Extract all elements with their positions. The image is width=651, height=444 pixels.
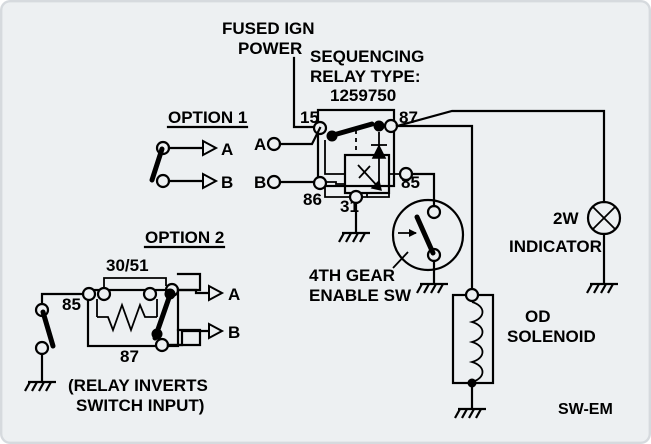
option2-wire-a-branch [176, 288, 210, 295]
fourth-gear-switch-arm [414, 214, 436, 256]
terminal-86-label: 86 [303, 190, 322, 209]
ground-symbol-solenoid [454, 407, 486, 419]
terminal-86[interactable] [312, 175, 328, 191]
od-solenoid-label-line2: SOLENOID [507, 327, 596, 346]
option1-title: OPTION 1 [168, 108, 247, 127]
option2-input-switch-arm [40, 309, 56, 349]
ground-symbol-fourth-gear [416, 282, 448, 294]
od-solenoid-coil [468, 301, 484, 383]
option2-output-b-label: B [228, 323, 240, 342]
option2-terminal-85[interactable] [81, 286, 97, 302]
option1-arrow-a [202, 139, 219, 157]
option2-terminal-87[interactable] [154, 337, 170, 353]
fourth-gear-upper-terminal[interactable] [426, 204, 442, 220]
wire-85-to-fourth-gear [410, 172, 436, 208]
wire-input-a-to-15 [278, 126, 322, 146]
sequencing-relay-line2: RELAY TYPE: [310, 67, 421, 86]
relay-input-a-terminal[interactable] [266, 136, 282, 152]
option2-arrow-b [208, 322, 225, 340]
wire-85-rail [367, 182, 390, 198]
option2-output-a-label: A [228, 285, 240, 304]
fourth-gear-label-line1: 4TH GEAR [309, 266, 395, 285]
wire-86-bottom-rail [324, 186, 355, 198]
relay-part-number-value: 1259750 [330, 86, 396, 105]
wire-fused-ign-feed [292, 56, 320, 129]
option2-arrow-a [208, 284, 225, 302]
fourth-gear-label-line2: ENABLE SW [309, 286, 412, 305]
sw-em-signature: SW-EM [558, 401, 613, 418]
sequencing-relay-body [316, 108, 396, 188]
ground-symbol-option2 [24, 380, 56, 392]
relay-inverts-line2: SWITCH INPUT) [76, 396, 204, 415]
ground-symbol-31 [338, 231, 370, 243]
od-solenoid-top-terminal[interactable] [464, 287, 480, 303]
relay-control-tick [358, 165, 371, 179]
relay-input-b-label: B [254, 173, 266, 192]
option2-terminal-coil-right[interactable] [142, 286, 158, 302]
option2-top-rail [103, 277, 167, 288]
terminal-87[interactable] [383, 118, 399, 134]
relay-input-a-label: A [254, 135, 266, 154]
option2-relay-body [86, 288, 180, 348]
indicator-label: INDICATOR [509, 237, 602, 256]
terminal-15-label: 15 [300, 108, 319, 127]
option2-title: OPTION 2 [145, 228, 224, 247]
indicator-lamp-cross-2 [592, 206, 616, 230]
relay-inverts-line1: (RELAY INVERTS [68, 376, 208, 395]
fourth-gear-switch-body[interactable] [391, 198, 465, 272]
relay-contact-pivot-dot [326, 130, 338, 142]
option2-terminal-coil-left[interactable] [96, 286, 112, 302]
option1-output-a-label: A [221, 140, 233, 159]
terminal-31[interactable] [348, 189, 364, 205]
option2-input-wire [40, 292, 85, 307]
option2-arm-pivot-dot [164, 288, 176, 300]
option1-arrow-b [202, 172, 219, 190]
option1-lower-terminal[interactable] [155, 173, 171, 189]
wire-87-to-solenoid [395, 124, 474, 289]
option1-switch-arm [149, 146, 165, 183]
wire-15-to-control [324, 140, 345, 175]
fourth-gear-arrowhead [409, 229, 417, 237]
option2-terminal-87-label: 87 [120, 347, 139, 366]
fused-ign-power-line1: FUSED IGN [222, 19, 315, 38]
option2-terminal-85-label: 85 [62, 295, 81, 314]
sequencing-relay-line1: SEQUENCING [310, 47, 424, 66]
option1-output-b-label: B [221, 173, 233, 192]
ground-symbol-indicator [586, 282, 618, 294]
option2-arm-contact-dot [151, 328, 163, 340]
option2-wire-b-branch [166, 329, 210, 347]
option2-coil-zigzag [97, 302, 157, 333]
terminal-85[interactable] [398, 166, 414, 182]
wire-86-to-control [325, 181, 345, 185]
od-solenoid-label-line1: OD [525, 307, 551, 326]
wire-87-to-indicator [395, 109, 606, 204]
wire-87-internal-tie [378, 172, 389, 187]
relay-input-b-terminal[interactable] [266, 174, 282, 190]
fused-ign-power-line2: POWER [238, 39, 302, 58]
fourth-gear-leader-line [392, 251, 409, 269]
option2-terminal-3051-label: 30/51 [106, 256, 149, 275]
relay-contact-fixed-dot [373, 120, 385, 132]
option2-input-lower-terminal[interactable] [34, 340, 50, 356]
indicator-watts-label: 2W [553, 209, 579, 228]
